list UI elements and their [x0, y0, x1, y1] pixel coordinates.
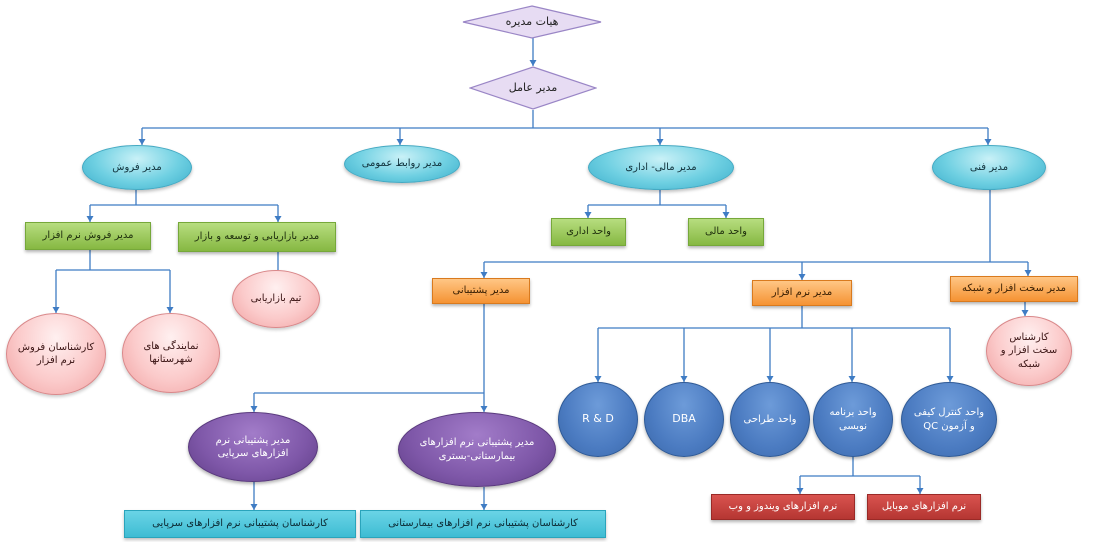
- design-unit-node: واحد طراحی: [730, 382, 810, 457]
- arrowhead: [984, 139, 992, 145]
- arrowhead: [480, 406, 488, 412]
- arrowhead: [396, 139, 404, 145]
- support-manager-label: مدیر پشتیبانی: [452, 285, 510, 297]
- software-manager-label: مدیر نرم افزار: [771, 287, 833, 299]
- finance-unit-label: واحد مالی: [705, 226, 748, 238]
- programming-unit-node: واحد برنامه نویسی: [813, 382, 893, 457]
- city-agencies-label: نمایندگی های شهرستانها: [143, 340, 199, 366]
- ceo-label: مدیر عامل: [508, 80, 558, 94]
- arrowhead: [680, 376, 688, 382]
- pr-manager-label: مدیر روابط عمومی: [361, 158, 443, 170]
- arrowhead: [529, 60, 537, 66]
- software-sales-manager-label: مدیر فروش نرم افزار: [42, 230, 134, 242]
- arrowhead: [584, 212, 592, 218]
- arrowhead: [250, 406, 258, 412]
- technical-manager-node: مدیر فنی: [932, 145, 1046, 190]
- software-manager-node: مدیر نرم افزار: [752, 280, 852, 306]
- design-unit-label: واحد طراحی: [743, 413, 797, 425]
- arrowhead: [1024, 270, 1032, 276]
- ceo-node: مدیر عامل: [469, 66, 597, 110]
- hardware-network-expert-node: کارشناس سخت افزار و شبکه: [986, 316, 1072, 386]
- software-sales-manager-node: مدیر فروش نرم افزار: [25, 222, 151, 250]
- arrowhead: [946, 376, 954, 382]
- arrowhead: [166, 307, 174, 313]
- sales-manager-node: مدیر فروش: [82, 145, 192, 190]
- arrowhead: [796, 488, 804, 494]
- diamond-shape: [469, 66, 597, 110]
- hospital-support-expert-label: کارشناسان پشتیبانی نرم افزارهای بیمارستا…: [388, 518, 578, 530]
- marketing-manager-node: مدیر بازاریابی و توسعه و بازار: [178, 222, 336, 252]
- arrowhead: [916, 488, 924, 494]
- hardware-network-manager-node: مدیر سخت افزار و شبکه: [950, 276, 1078, 302]
- arrowhead: [86, 216, 94, 222]
- rnd-label: R & D: [582, 412, 614, 426]
- inpatient-support-manager-node: مدیر پشتیبانی نرم افزارهای بیمارستانی-بس…: [398, 412, 556, 487]
- board-node: هیات مدیره: [462, 5, 602, 39]
- arrowhead: [656, 139, 664, 145]
- outpatient-support-manager-node: مدیر پشتیبانی نرم افزارهای سرپایی: [188, 412, 318, 482]
- sales-manager-label: مدیر فروش: [112, 161, 162, 173]
- arrowhead: [722, 212, 730, 218]
- city-agencies-node: نمایندگی های شهرستانها: [122, 313, 220, 393]
- arrowhead: [798, 274, 806, 280]
- support-manager-node: مدیر پشتیبانی: [432, 278, 530, 304]
- dba-label: DBA: [672, 412, 696, 426]
- arrowhead: [274, 216, 282, 222]
- diamond-shape: [462, 5, 602, 39]
- arrowhead: [250, 504, 258, 510]
- outpatient-support-expert-node: کارشناسان پشتیبانی نرم افزارهای سرپایی: [124, 510, 356, 538]
- windows-web-software-label: نرم افزارهای ویندوز و وب: [728, 501, 838, 513]
- pr-manager-node: مدیر روابط عمومی: [344, 145, 460, 183]
- software-sales-expert-label: کارشناسان فروش نرم افزار: [17, 341, 95, 367]
- programming-unit-label: واحد برنامه نویسی: [829, 407, 877, 432]
- arrowhead: [138, 139, 146, 145]
- arrowhead: [594, 376, 602, 382]
- arrowhead: [1021, 310, 1029, 316]
- windows-web-software-node: نرم افزارهای ویندوز و وب: [711, 494, 855, 520]
- mobile-software-label: نرم افزارهای موبایل: [881, 501, 967, 513]
- admin-unit-node: واحد اداری: [551, 218, 626, 246]
- outpatient-support-expert-label: کارشناسان پشتیبانی نرم افزارهای سرپایی: [152, 518, 328, 530]
- arrowhead: [52, 307, 60, 313]
- qc-unit-label: واحد کنترل کیفی و آزمون QC: [913, 407, 985, 432]
- arrowhead: [480, 504, 488, 510]
- hardware-network-manager-label: مدیر سخت افزار و شبکه: [961, 283, 1067, 295]
- hardware-network-expert-label: کارشناس سخت افزار و شبکه: [1000, 331, 1058, 370]
- finance-admin-manager-label: مدیر مالی- اداری: [625, 161, 697, 173]
- board-label: هیات مدیره: [505, 14, 559, 28]
- marketing-team-node: تیم بازاریابی: [232, 270, 320, 328]
- qc-unit-node: واحد کنترل کیفی و آزمون QC: [901, 382, 997, 457]
- arrowhead: [766, 376, 774, 382]
- arrowhead: [480, 272, 488, 278]
- software-sales-expert-node: کارشناسان فروش نرم افزار: [6, 313, 106, 395]
- arrowhead: [848, 376, 856, 382]
- dba-node: DBA: [644, 382, 724, 457]
- technical-manager-label: مدیر فنی: [969, 161, 1009, 173]
- mobile-software-node: نرم افزارهای موبایل: [867, 494, 981, 520]
- finance-admin-manager-node: مدیر مالی- اداری: [588, 145, 734, 190]
- marketing-manager-label: مدیر بازاریابی و توسعه و بازار: [194, 231, 320, 243]
- rnd-node: R & D: [558, 382, 638, 457]
- hospital-support-expert-node: کارشناسان پشتیبانی نرم افزارهای بیمارستا…: [360, 510, 606, 538]
- outpatient-support-manager-label: مدیر پشتیبانی نرم افزارهای سرپایی: [215, 434, 291, 460]
- finance-unit-node: واحد مالی: [688, 218, 764, 246]
- admin-unit-label: واحد اداری: [566, 226, 611, 238]
- marketing-team-label: تیم بازاریابی: [250, 293, 302, 305]
- inpatient-support-manager-label: مدیر پشتیبانی نرم افزارهای بیمارستانی-بس…: [419, 437, 535, 462]
